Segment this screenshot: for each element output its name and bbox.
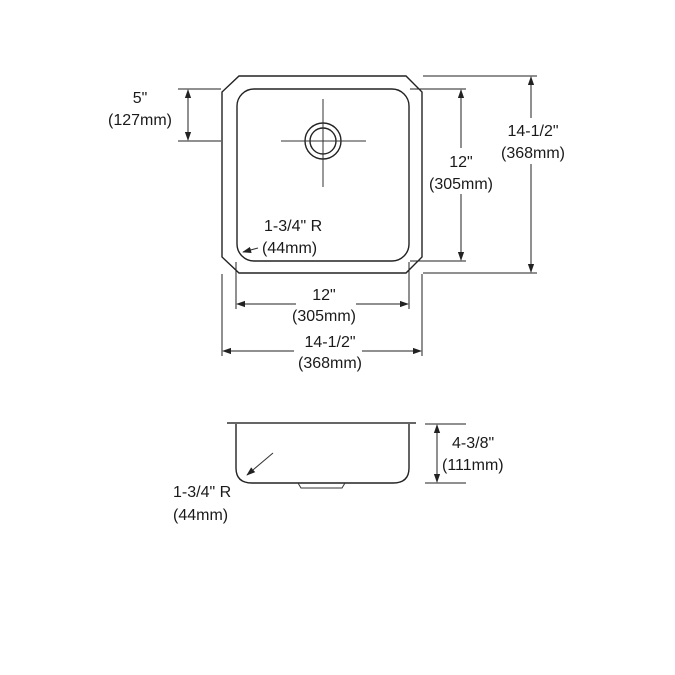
- section-bowl-profile: [235, 424, 410, 484]
- bowl-width-imperial: 12": [312, 287, 335, 304]
- drain-offset-dimension: 5" (127mm): [108, 88, 221, 142]
- bowl-depth-dimension: 4-3/8" (111mm): [425, 423, 504, 484]
- bowl-depth-metric: (111mm): [442, 457, 504, 474]
- section-drain-outlet: [297, 482, 346, 489]
- bowl-length-imperial: 12": [449, 154, 472, 171]
- overall-width-metric: (368mm): [298, 355, 362, 372]
- sink-bowl-outline: [236, 88, 410, 262]
- bottom-radius-imperial: 1-3/4" R: [173, 484, 231, 501]
- section-view: [227, 422, 416, 489]
- drain-offset-metric: (127mm): [108, 112, 172, 129]
- overall-length-dimension: 14-1/2" (368mm): [423, 75, 570, 274]
- bottom-radius-metric: (44mm): [173, 507, 228, 524]
- overall-width-dimension: 14-1/2" (368mm): [221, 274, 423, 373]
- corner-radius-callout: 1-3/4" R (44mm): [242, 218, 322, 257]
- overall-width-imperial: 14-1/2": [304, 334, 355, 351]
- bowl-length-dimension: 12" (305mm): [410, 88, 497, 262]
- sink-outer-rim: [221, 75, 423, 274]
- overall-length-metric: (368mm): [501, 145, 565, 162]
- overall-length-imperial: 14-1/2": [507, 123, 558, 140]
- bottom-radius-callout: 1-3/4" R (44mm): [173, 484, 231, 524]
- bowl-width-dimension: 12" (305mm): [235, 262, 410, 325]
- bowl-length-metric: (305mm): [429, 176, 493, 193]
- plan-view: [221, 75, 423, 274]
- bowl-width-metric: (305mm): [292, 308, 356, 325]
- bowl-depth-imperial: 4-3/8": [452, 435, 494, 452]
- drain-offset-imperial: 5": [133, 90, 148, 107]
- corner-radius-imperial: 1-3/4" R: [264, 218, 322, 235]
- corner-radius-metric: (44mm): [262, 240, 317, 257]
- bottom-radius-arrow: [246, 452, 274, 476]
- drain-icon: [281, 99, 366, 187]
